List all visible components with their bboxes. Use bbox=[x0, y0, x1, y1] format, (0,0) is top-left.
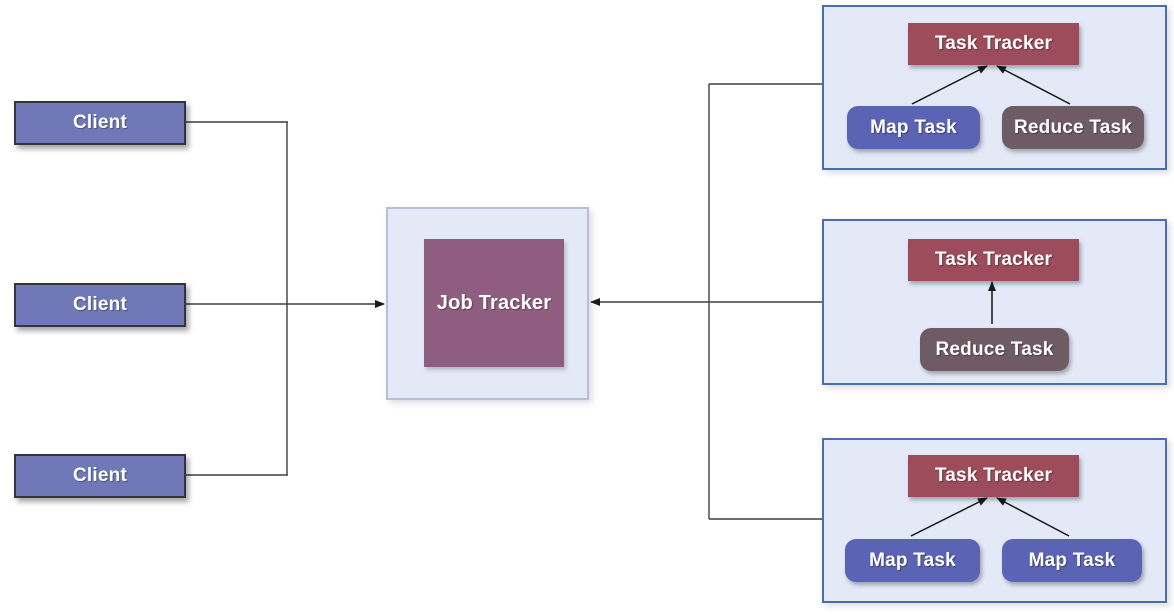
task-tracker-label: Task Tracker bbox=[934, 465, 1053, 486]
map-task-node: Map Task bbox=[847, 106, 980, 149]
client-node-2: Client bbox=[14, 283, 186, 327]
client-label: Client bbox=[73, 465, 127, 486]
connector-arrow-maptask-to-tracker1 bbox=[911, 65, 988, 105]
client-node-3: Client bbox=[14, 454, 186, 498]
task-tracker-panel-3: Task Tracker Map Task Map Task bbox=[822, 438, 1167, 603]
map-task-node: Map Task bbox=[1002, 539, 1142, 582]
job-tracker-label: Job Tracker bbox=[436, 291, 552, 314]
task-tracker-label: Task Tracker bbox=[934, 33, 1053, 54]
map-task-node: Map Task bbox=[845, 539, 980, 582]
map-task-label: Map Task bbox=[870, 116, 957, 138]
reduce-task-label: Reduce Task bbox=[935, 338, 1054, 360]
job-tracker-node: Job Tracker bbox=[424, 239, 564, 367]
map-task-label: Map Task bbox=[869, 549, 956, 571]
client-node-1: Client bbox=[14, 101, 186, 145]
connector-arrow-maptask1-to-tracker3 bbox=[910, 497, 988, 537]
client-label: Client bbox=[73, 112, 127, 133]
reduce-task-node: Reduce Task bbox=[1002, 106, 1144, 149]
reduce-task-node: Reduce Task bbox=[920, 328, 1069, 371]
connector-arrow-reducetask-to-tracker1 bbox=[996, 65, 1071, 105]
task-tracker-panel-2: Task Tracker Reduce Task bbox=[822, 219, 1167, 385]
client-label: Client bbox=[73, 294, 127, 315]
task-tracker-node: Task Tracker bbox=[908, 239, 1079, 281]
task-tracker-node: Task Tracker bbox=[908, 455, 1079, 497]
job-tracker-container: Job Tracker bbox=[386, 207, 589, 400]
task-tracker-label: Task Tracker bbox=[934, 249, 1053, 270]
map-task-label: Map Task bbox=[1028, 549, 1116, 571]
reduce-task-label: Reduce Task bbox=[1013, 116, 1132, 138]
connector-arrow-maptask2-to-tracker3 bbox=[996, 497, 1070, 537]
task-tracker-node: Task Tracker bbox=[908, 23, 1079, 65]
task-tracker-panel-1: Task Tracker Map Task Reduce Task bbox=[822, 5, 1167, 170]
